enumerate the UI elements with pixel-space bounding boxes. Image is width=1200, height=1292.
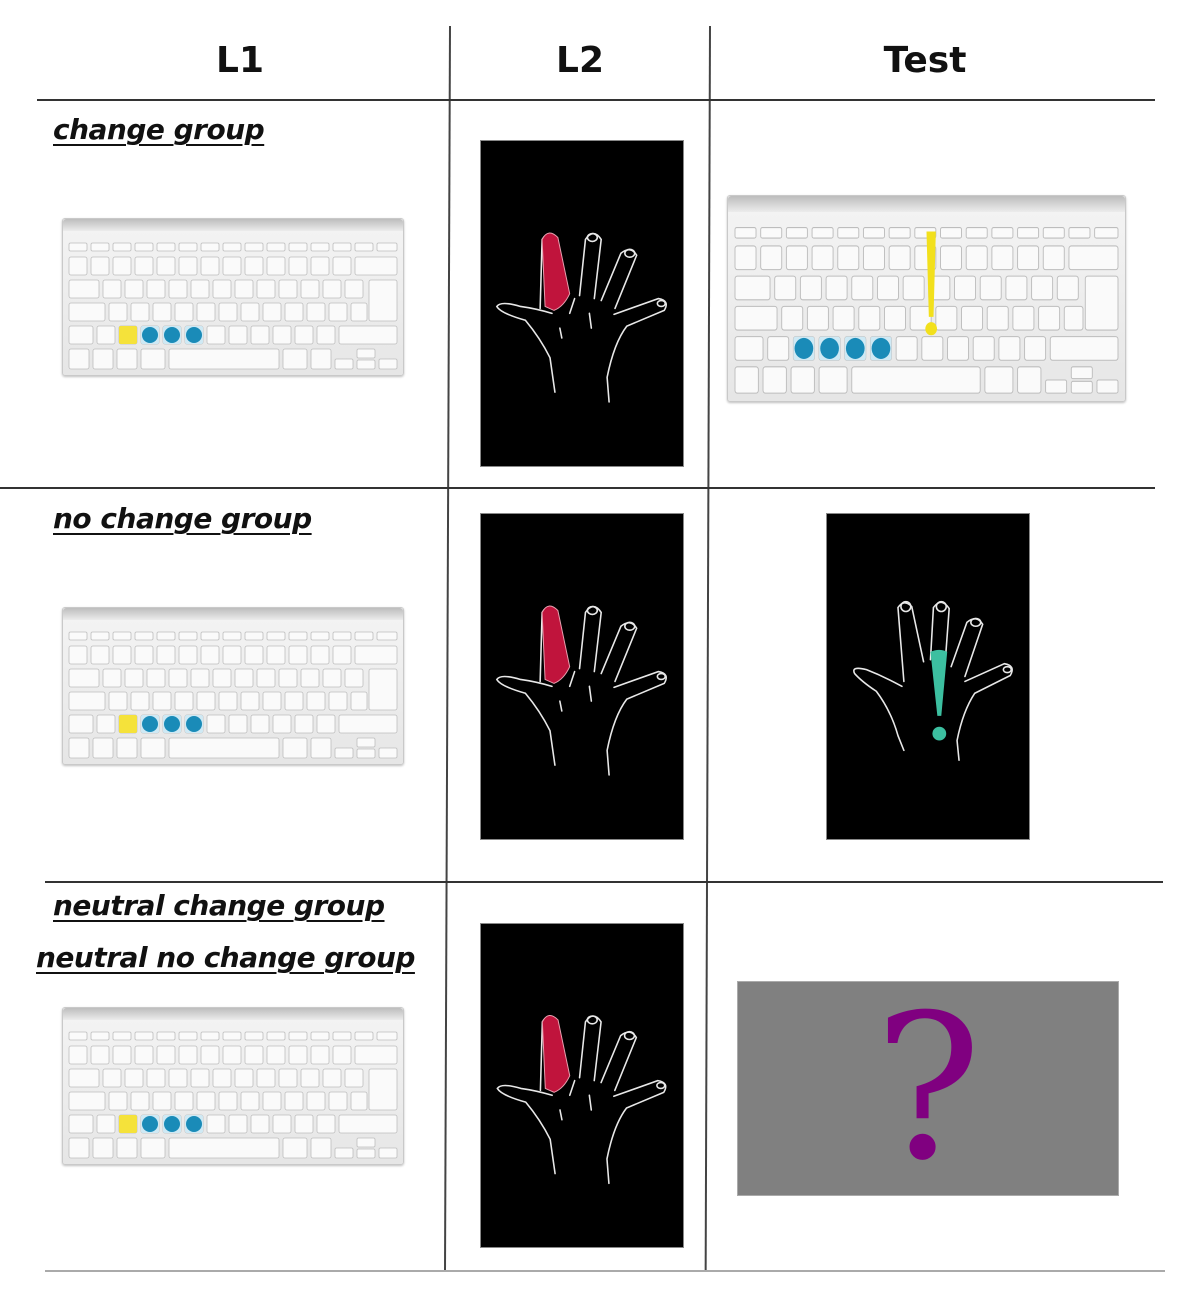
keyboard-image xyxy=(62,218,404,376)
column-header-l1: L1 xyxy=(216,40,264,81)
hand-icon xyxy=(496,1015,667,1185)
hand-stimulus-panel xyxy=(480,140,684,467)
keyboard-keys xyxy=(68,242,398,370)
hand-icon xyxy=(495,232,667,403)
row-divider-2 xyxy=(45,881,1163,883)
question-mark-icon: ? xyxy=(874,971,982,1205)
hand-icon xyxy=(853,600,1013,761)
group-label-change: change group xyxy=(53,113,265,146)
header-divider xyxy=(37,99,1155,101)
hand-stimulus-panel xyxy=(480,513,684,840)
neutral-test-panel: ? xyxy=(737,981,1119,1196)
group-label-neutral-change: neutral change group xyxy=(53,889,385,922)
column-divider-1 xyxy=(444,26,451,1271)
keyboard-keys xyxy=(734,227,1119,394)
keyboard-image xyxy=(727,195,1126,402)
row-divider-1 xyxy=(0,487,1155,489)
column-divider-2 xyxy=(704,26,711,1271)
column-header-l2: L2 xyxy=(556,40,604,81)
group-label-neutral-no-change: neutral no change group xyxy=(36,941,415,974)
keyboard-keys xyxy=(68,1031,398,1159)
group-label-no-change: no change group xyxy=(53,502,312,535)
hand-icon xyxy=(495,605,667,776)
column-header-test: Test xyxy=(883,40,967,81)
keyboard-image xyxy=(62,607,404,765)
hand-test-panel xyxy=(826,513,1030,840)
hand-stimulus-panel xyxy=(480,923,684,1248)
keyboard-image xyxy=(62,1007,404,1165)
keyboard-keys xyxy=(68,631,398,759)
table-bottom-border xyxy=(45,1270,1165,1272)
